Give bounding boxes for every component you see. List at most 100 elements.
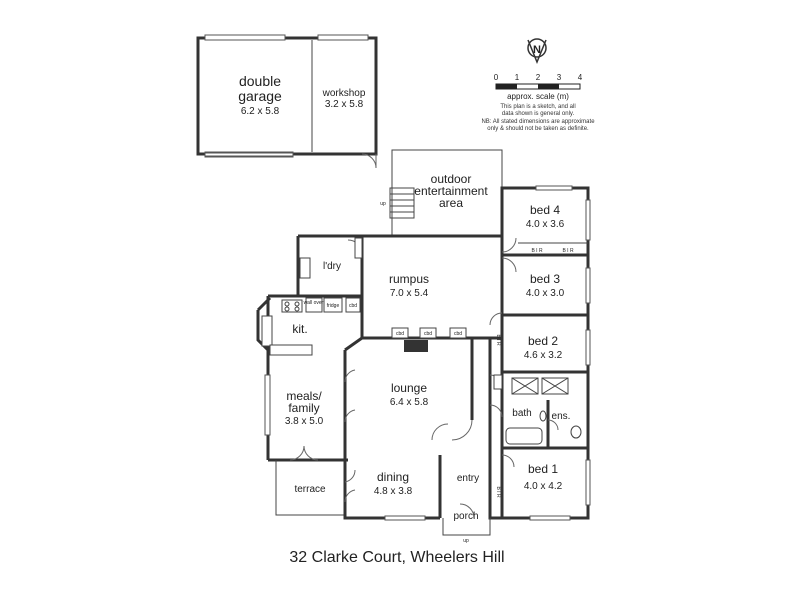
scale-tick-3: 3 [557,73,562,82]
outdoor-label-2: entertainment [414,184,488,198]
garage-label-1: double [239,73,281,89]
kitchen-cbd [345,297,361,313]
outdoor-steps [389,187,415,219]
lounge-name: lounge [391,381,427,395]
window [585,199,591,241]
bed3-dims: 4.0 x 3.0 [526,288,565,299]
bir-bed4-label: B I R [531,248,543,254]
rumpus-dims: 7.0 x 5.4 [390,288,429,299]
outdoor-label-1: outdoor [431,172,472,186]
terrace-name: terrace [294,484,326,495]
scale-caption: approx. scale (m) [507,92,569,101]
door-arc [303,445,319,461]
kitchen-cbd-label: cbd [349,303,357,309]
window [264,374,271,436]
bir-bed2-label: B I R [495,334,501,346]
meals-dims: 3.8 x 5.0 [285,416,324,427]
bed4-dims: 4.0 x 3.6 [526,219,565,230]
wall-oven [305,297,323,313]
workshop-dims: 3.2 x 5.8 [325,99,364,110]
kitchen-bay-walls [256,296,272,354]
rumpus-name: rumpus [389,272,429,286]
door-arc [547,419,559,431]
dining-name: dining [377,470,409,484]
fridge [323,297,343,313]
garage-dims: 6.2 x 5.8 [241,106,280,117]
linen-cbd [493,374,503,390]
outdoor-area: up outdoor entertainment area [380,149,503,236]
terrace-outline [275,460,345,516]
scale-tick-1: 1 [515,73,520,82]
door-arc [501,257,517,273]
outdoor-label-3: area [439,196,463,210]
laundry-cbd [354,237,363,259]
door-arc [501,237,517,253]
window [529,515,571,521]
bed2-name: bed 2 [528,334,558,348]
bed1-name: bed 1 [528,462,558,476]
door-arc [489,404,503,418]
door-arc [501,454,515,468]
door-arc [344,489,356,503]
cooktop [281,299,303,313]
lounge-dims: 6.4 x 5.8 [390,397,429,408]
compass-letter: N [533,44,541,56]
workshop-label: workshop [322,88,366,99]
windows [204,152,591,521]
scale-note-3: NB: All stated dimensions are approximat… [481,119,595,125]
doors [289,237,559,519]
cbd-2 [419,327,437,339]
door-arc [431,423,449,441]
garage-window [204,34,286,41]
scale-bar: 0 1 2 3 4 approx. scale (m) This plan is… [481,73,595,132]
kitchen-sink [261,315,273,347]
cbd-2-label: cbd [424,331,432,337]
vanity-mark [511,377,539,395]
cbd-1 [391,327,409,339]
bir-bed3-label: B I R [562,248,574,254]
bath-basin [539,410,547,422]
porch-outline [442,518,491,536]
window [535,185,573,191]
window [384,515,426,521]
room-labels: bed 4 4.0 x 3.6 bed 3 4.0 x 3.0 bed 2 4.… [285,203,571,544]
north-compass: N [527,38,547,64]
scale-note-2: data shown is general only. [502,111,575,117]
lounge-right-walls [438,338,474,518]
laundry-name: l'dry [323,261,341,272]
cbd-3-label: cbd [454,331,462,337]
door-arc [289,445,305,461]
toilet [570,425,582,439]
door-arc [451,419,473,441]
scale-tick-2: 2 [536,73,541,82]
window [585,267,591,304]
fireplace [404,340,428,352]
bed1-dims: 4.0 x 4.2 [524,481,563,492]
kitchen-meals-walls [266,294,362,462]
fridge-label: fridge [327,303,340,309]
address-caption: 32 Clarke Court, Wheelers Hill [289,549,504,566]
bed3-name: bed 3 [530,272,560,286]
door-arc [344,409,356,423]
workshop-window [317,34,369,41]
scale-note-1: This plan is a sketch, and all [500,104,575,110]
garage-block: double garage 6.2 x 5.8 workshop 3.2 x 5… [196,34,378,169]
bir-bed1-label: B I R [495,486,501,498]
porch-name: porch [453,511,478,522]
scale-note-4: only & should not be taken as definite. [487,126,589,132]
scale-seg [538,84,559,89]
scale-seg [496,84,517,89]
door-arc [344,369,356,383]
scale-tick-0: 0 [494,73,499,82]
outdoor-up-label: up [380,201,386,207]
door-arc [459,503,475,519]
door-arc [344,469,356,483]
laundry-tub [299,257,311,279]
porch-up-label: up [463,538,469,544]
door-arc [489,312,503,326]
burner [284,301,290,307]
window [204,152,294,157]
meals-name-1: meals/ [286,389,322,403]
bed4-name: bed 4 [530,203,560,217]
